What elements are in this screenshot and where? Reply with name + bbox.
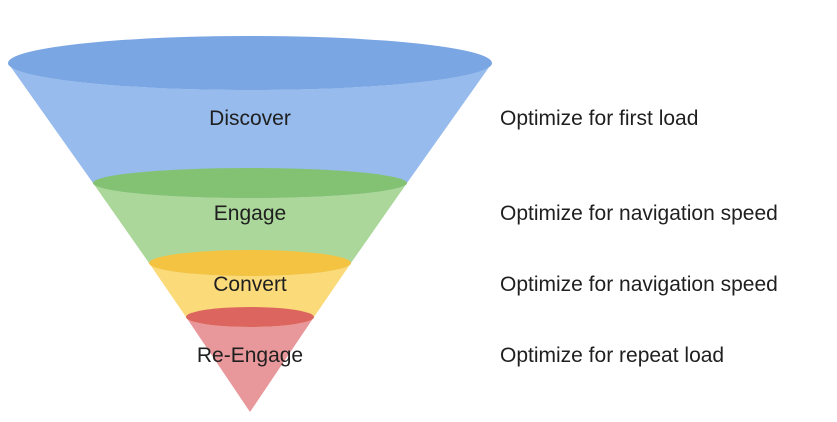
funnel-note-convert: Optimize for navigation speed <box>500 273 778 296</box>
funnel-rim-convert <box>149 250 351 276</box>
funnel-segment-discover <box>8 63 492 198</box>
funnel-rim-engage <box>93 168 407 198</box>
funnel-note-reengage: Optimize for repeat load <box>500 344 724 367</box>
funnel-rim-discover <box>8 36 492 90</box>
funnel-note-discover: Optimize for first load <box>500 107 698 130</box>
funnel-label-convert: Convert <box>213 273 287 296</box>
funnel-segment-reengage <box>186 317 314 412</box>
funnel-segment-engage <box>93 183 407 276</box>
funnel-label-discover: Discover <box>209 107 291 130</box>
funnel-label-reengage: Re-Engage <box>197 344 303 367</box>
funnel-note-engage: Optimize for navigation speed <box>500 202 778 225</box>
funnel-label-engage: Engage <box>214 202 286 225</box>
funnel-rim-reengage <box>186 307 314 327</box>
